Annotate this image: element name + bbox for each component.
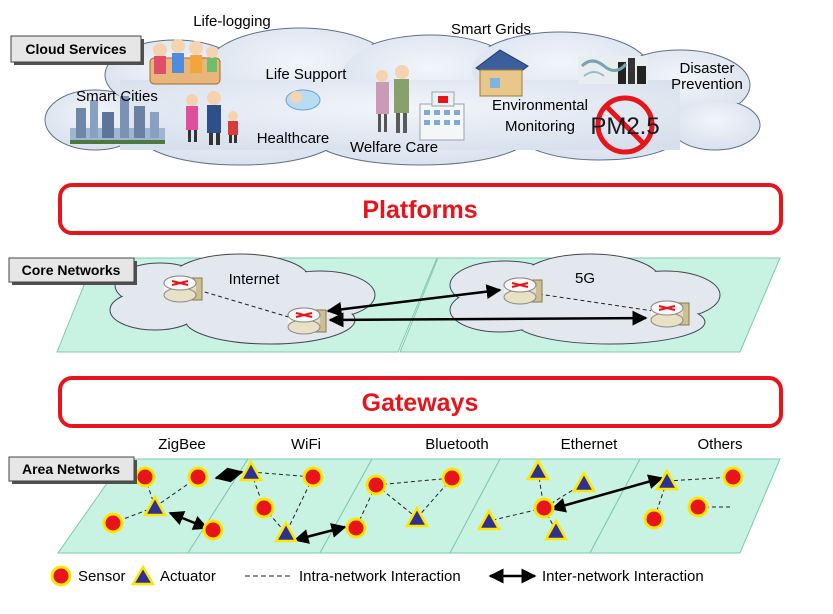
pm25-label: PM2.5 — [590, 113, 659, 140]
disaster-storm-illustration — [578, 56, 648, 84]
smart-cities-label: Smart Cities — [76, 88, 158, 105]
sensor-node-11 — [687, 496, 709, 518]
sensor-node-7 — [441, 467, 463, 489]
sensor-node-8 — [345, 517, 367, 539]
gateways-bar: Gateways — [58, 376, 783, 428]
sensor-node-6 — [365, 474, 387, 496]
pm25-prohibition-sign: PM2.5 — [590, 95, 660, 155]
core-inter-link-2 — [328, 310, 648, 328]
intra-link-8 — [375, 477, 453, 486]
area-network-nodes — [102, 458, 744, 543]
welfare-care-label: Welfare Care — [350, 139, 438, 156]
hospital-building-illustration — [419, 91, 465, 141]
healthcare-label: Healthcare — [257, 130, 330, 147]
actuator-node-6 — [476, 508, 502, 531]
solar-house-illustration — [475, 49, 529, 97]
legend-sensor-label: Sensor — [78, 568, 126, 585]
platforms-bar: Platforms — [58, 183, 783, 235]
cloud-services-tag: Cloud Services — [10, 35, 144, 65]
environmental-monitoring-label-line2: Monitoring — [505, 118, 575, 135]
legend-actuator-label: Actuator — [160, 568, 216, 585]
internet-router-2-icon — [287, 307, 327, 335]
legend-inter-label: Inter-network Interaction — [542, 568, 704, 585]
internet-intra-link — [197, 289, 293, 319]
intra-link-4 — [263, 507, 287, 534]
actuator-node-3 — [404, 505, 430, 528]
area-network-planes — [57, 458, 781, 554]
sensor-node-5 — [302, 466, 324, 488]
area-networks-tag-label: Area Networks — [22, 461, 120, 477]
life-logging-label: Life-logging — [193, 13, 271, 30]
fiveg-router-2-icon — [650, 300, 690, 328]
platforms-label: Platforms — [362, 196, 477, 224]
sensor-node-0 — [134, 466, 156, 488]
sensor-node-12 — [643, 508, 665, 530]
others-label: Others — [697, 436, 742, 453]
area-networks-tag: Area Networks — [8, 456, 137, 484]
routers-group — [163, 275, 690, 335]
life-logging-family-illustration — [149, 39, 221, 85]
baby-life-support-illustration — [285, 89, 321, 111]
environmental-monitoring-label-line1: Environmental — [492, 97, 588, 114]
sensor-node-10 — [722, 466, 744, 488]
legend-intra-label: Intra-network Interaction — [299, 568, 461, 585]
smart-grids-label: Smart Grids — [451, 21, 531, 38]
sensor-node-2 — [102, 512, 124, 534]
legend-sensor-icon — [50, 565, 72, 587]
legend: Sensor Actuator Intra-network Interactio… — [50, 564, 704, 587]
actuator-node-8 — [654, 468, 680, 491]
core-networks-tag-label: Core Networks — [22, 262, 121, 278]
inter-link-0 — [168, 511, 209, 530]
gateways-label: Gateways — [362, 389, 479, 417]
intra-link-0 — [144, 476, 156, 508]
disaster-prevention-label-line2: Prevention — [671, 76, 743, 93]
sensor-node-3 — [202, 519, 224, 541]
actuator-node-7 — [543, 518, 569, 541]
bluetooth-label: Bluetooth — [425, 436, 488, 453]
internet-router-1-icon — [163, 275, 203, 303]
smart-city-skyline-illustration — [70, 96, 165, 144]
sensor-node-1 — [187, 466, 209, 488]
inter-link-2 — [293, 523, 347, 544]
internet-label: Internet — [229, 271, 281, 288]
actuator-node-5 — [571, 470, 597, 493]
sensor-node-4 — [253, 497, 275, 519]
actuator-node-4 — [525, 458, 551, 481]
fiveg-intra-link — [524, 291, 661, 313]
legend-actuator-icon — [130, 564, 156, 586]
zigbee-label: ZigBee — [158, 436, 206, 453]
fiveg-label: 5G — [575, 270, 595, 287]
cloud-services-tag-label: Cloud Services — [25, 41, 126, 57]
inter-link-3 — [550, 474, 664, 513]
wifi-label: WiFi — [291, 436, 321, 453]
sensor-node-9 — [533, 497, 555, 519]
actuator-node-0 — [142, 494, 168, 517]
actuator-node-1 — [238, 459, 264, 482]
actuator-node-2 — [273, 520, 299, 543]
ethernet-label: Ethernet — [561, 436, 619, 453]
core-networks-tag: Core Networks — [8, 257, 137, 285]
life-support-label: Life Support — [266, 66, 348, 83]
elderly-couple-illustration — [376, 65, 409, 133]
disaster-prevention-label-line1: Disaster — [679, 60, 734, 77]
inter-link-1 — [214, 467, 244, 483]
people-walking-illustration — [186, 91, 238, 145]
core-inter-link-1 — [326, 284, 502, 317]
fiveg-router-1-icon — [503, 277, 543, 305]
